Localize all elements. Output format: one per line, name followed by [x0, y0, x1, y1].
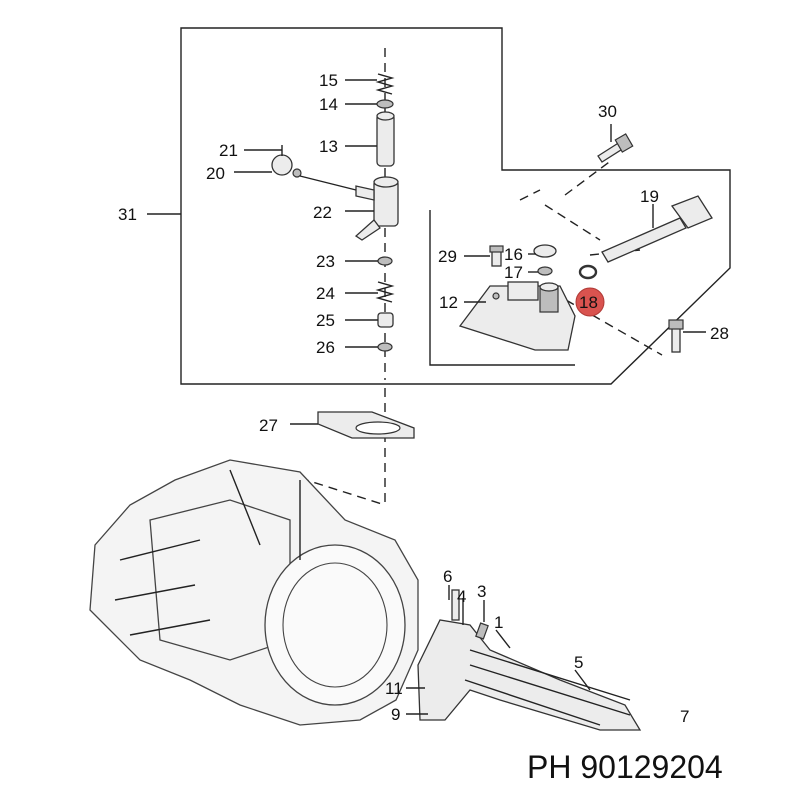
seal-part-18: [578, 264, 598, 280]
spring-part-24: [375, 281, 395, 303]
callout-14: 14: [319, 95, 338, 114]
axis-line-bracket: [519, 189, 601, 241]
callout-19: 19: [640, 187, 659, 206]
callout-7: 7: [680, 707, 689, 726]
callout-20: 20: [206, 164, 225, 183]
left-leaders: [234, 79, 538, 425]
callout-28: 28: [710, 324, 729, 343]
callout-27: 27: [259, 416, 278, 435]
callout-30: 30: [598, 102, 617, 121]
callout-18: 18: [579, 293, 598, 312]
bolt-part-30: [597, 133, 634, 163]
callout-6: 6: [443, 567, 452, 586]
callout-13: 13: [319, 137, 338, 156]
bolt-part-28: [668, 319, 684, 353]
assembly-frame: [180, 27, 731, 385]
washer-part-17: [537, 266, 553, 276]
callout-29: 29: [438, 247, 457, 266]
axis-line-rod: [589, 249, 641, 256]
callout-31: 31: [118, 205, 137, 224]
callout-23: 23: [316, 252, 335, 271]
part-number-label: PH 90129204: [527, 749, 723, 785]
highlight-marker-18: [575, 287, 605, 317]
transmission-housing: [89, 459, 419, 726]
washer-part-14: [376, 99, 394, 109]
callout-17: 17: [504, 263, 523, 282]
callout-24: 24: [316, 284, 335, 303]
callout-3: 3: [477, 582, 486, 601]
callout-15: 15: [319, 71, 338, 90]
washer-part-26: [377, 342, 393, 352]
lever-part-22: [354, 176, 399, 241]
callout-11: 11: [385, 679, 403, 698]
callout-9: 9: [391, 705, 400, 724]
shift-fork-cluster: [417, 589, 642, 731]
callout-16: 16: [504, 245, 523, 264]
cap-part-16: [533, 244, 557, 258]
axis-line-bolt30: [564, 159, 613, 196]
sleeve-part-25: [377, 312, 394, 328]
washer-part-23: [377, 256, 393, 266]
callout-1: 1: [494, 613, 503, 632]
callout-5: 5: [574, 653, 583, 672]
cover-part-12: [458, 281, 576, 351]
spring-part-15: [375, 73, 395, 95]
callout-25: 25: [316, 311, 335, 330]
callout-12: 12: [439, 293, 458, 312]
fork-leaders: [406, 585, 591, 715]
callout-4: 4: [457, 587, 466, 606]
bolt-part-29: [489, 245, 504, 267]
callout-22: 22: [313, 203, 332, 222]
shaft-part-13: [376, 111, 395, 167]
rod-part-19: [601, 195, 713, 263]
callout-21: 21: [219, 141, 238, 160]
sub-assembly-frame: [429, 210, 575, 366]
callout-26: 26: [316, 338, 335, 357]
knob-part-20: [271, 145, 357, 191]
